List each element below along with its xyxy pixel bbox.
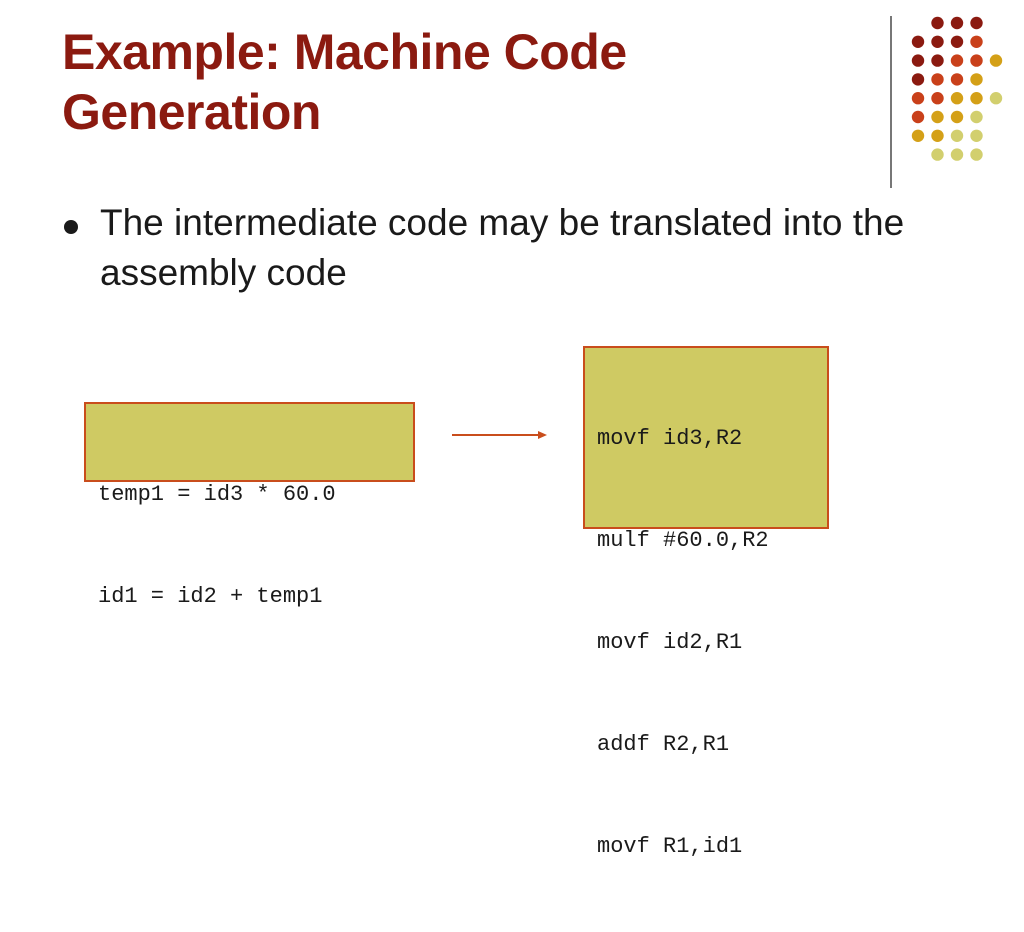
decorative-dot: [950, 35, 964, 48]
decorative-dot: [989, 92, 1003, 105]
bullet-item: The intermediate code may be translated …: [62, 198, 982, 298]
decorative-dot: [970, 35, 983, 48]
decorative-dot: [911, 129, 925, 142]
decorative-dot: [911, 35, 925, 48]
title-divider: [890, 16, 892, 188]
decorative-dot: [950, 73, 964, 86]
bullet-text: The intermediate code may be translated …: [100, 202, 905, 293]
assembly-code-line: mulf #60.0,R2: [597, 528, 769, 553]
assembly-code-line: movf id3,R2: [597, 426, 743, 451]
decorative-dot: [911, 73, 925, 86]
decorative-dot: [970, 92, 983, 105]
decorative-dot: [911, 92, 925, 105]
slide-title-line-2: Generation: [62, 84, 321, 140]
intermediate-code-line: id1 = id2 + temp1: [98, 584, 323, 609]
assembly-code-line: movf id2,R1: [597, 630, 743, 655]
decorative-dot: [911, 110, 925, 124]
slide: Example: Machine Code Generation The int…: [62, 16, 1003, 859]
decorative-dot: [970, 148, 983, 161]
decorative-dot: [911, 54, 925, 67]
decorative-dot: [970, 110, 983, 124]
decorative-dot: [950, 92, 964, 105]
decorative-dot: [931, 110, 944, 124]
decorative-dot: [931, 148, 944, 161]
decorative-dot: [931, 35, 944, 48]
decorative-dot: [950, 148, 964, 161]
decorative-dot: [989, 54, 1003, 67]
decorative-dot: [931, 73, 944, 86]
decorative-dot: [931, 16, 944, 30]
intermediate-code-line: temp1 = id3 * 60.0: [98, 482, 336, 507]
decorative-dot: [950, 54, 964, 67]
decorative-dot: [970, 73, 983, 86]
intermediate-code-box: temp1 = id3 * 60.0 id1 = id2 + temp1: [84, 402, 415, 609]
assembly-code-line: movf R1,id1: [597, 834, 743, 859]
decorative-dot: [931, 54, 944, 67]
slide-title: Example: Machine Code Generation: [62, 22, 862, 142]
bullet-list: The intermediate code may be translated …: [62, 198, 982, 298]
decorative-dot-grid: [911, 16, 1003, 161]
decorative-dot: [970, 129, 983, 142]
assembly-code-line: addf R2,R1: [597, 732, 730, 757]
decorative-dot: [970, 54, 983, 67]
assembly-code-box: movf id3,R2 mulf #60.0,R2 movf id2,R1 ad…: [583, 346, 829, 859]
decorative-dot: [970, 16, 983, 30]
decorative-dot: [950, 110, 964, 124]
slide-title-line-1: Example: Machine Code: [62, 24, 627, 80]
decorative-dot: [950, 16, 964, 30]
bullet-icon: [64, 220, 78, 234]
translation-arrow-icon: [452, 431, 547, 439]
decorative-dot: [931, 92, 944, 105]
decorative-dot: [931, 129, 944, 142]
decorative-dot: [950, 129, 964, 142]
